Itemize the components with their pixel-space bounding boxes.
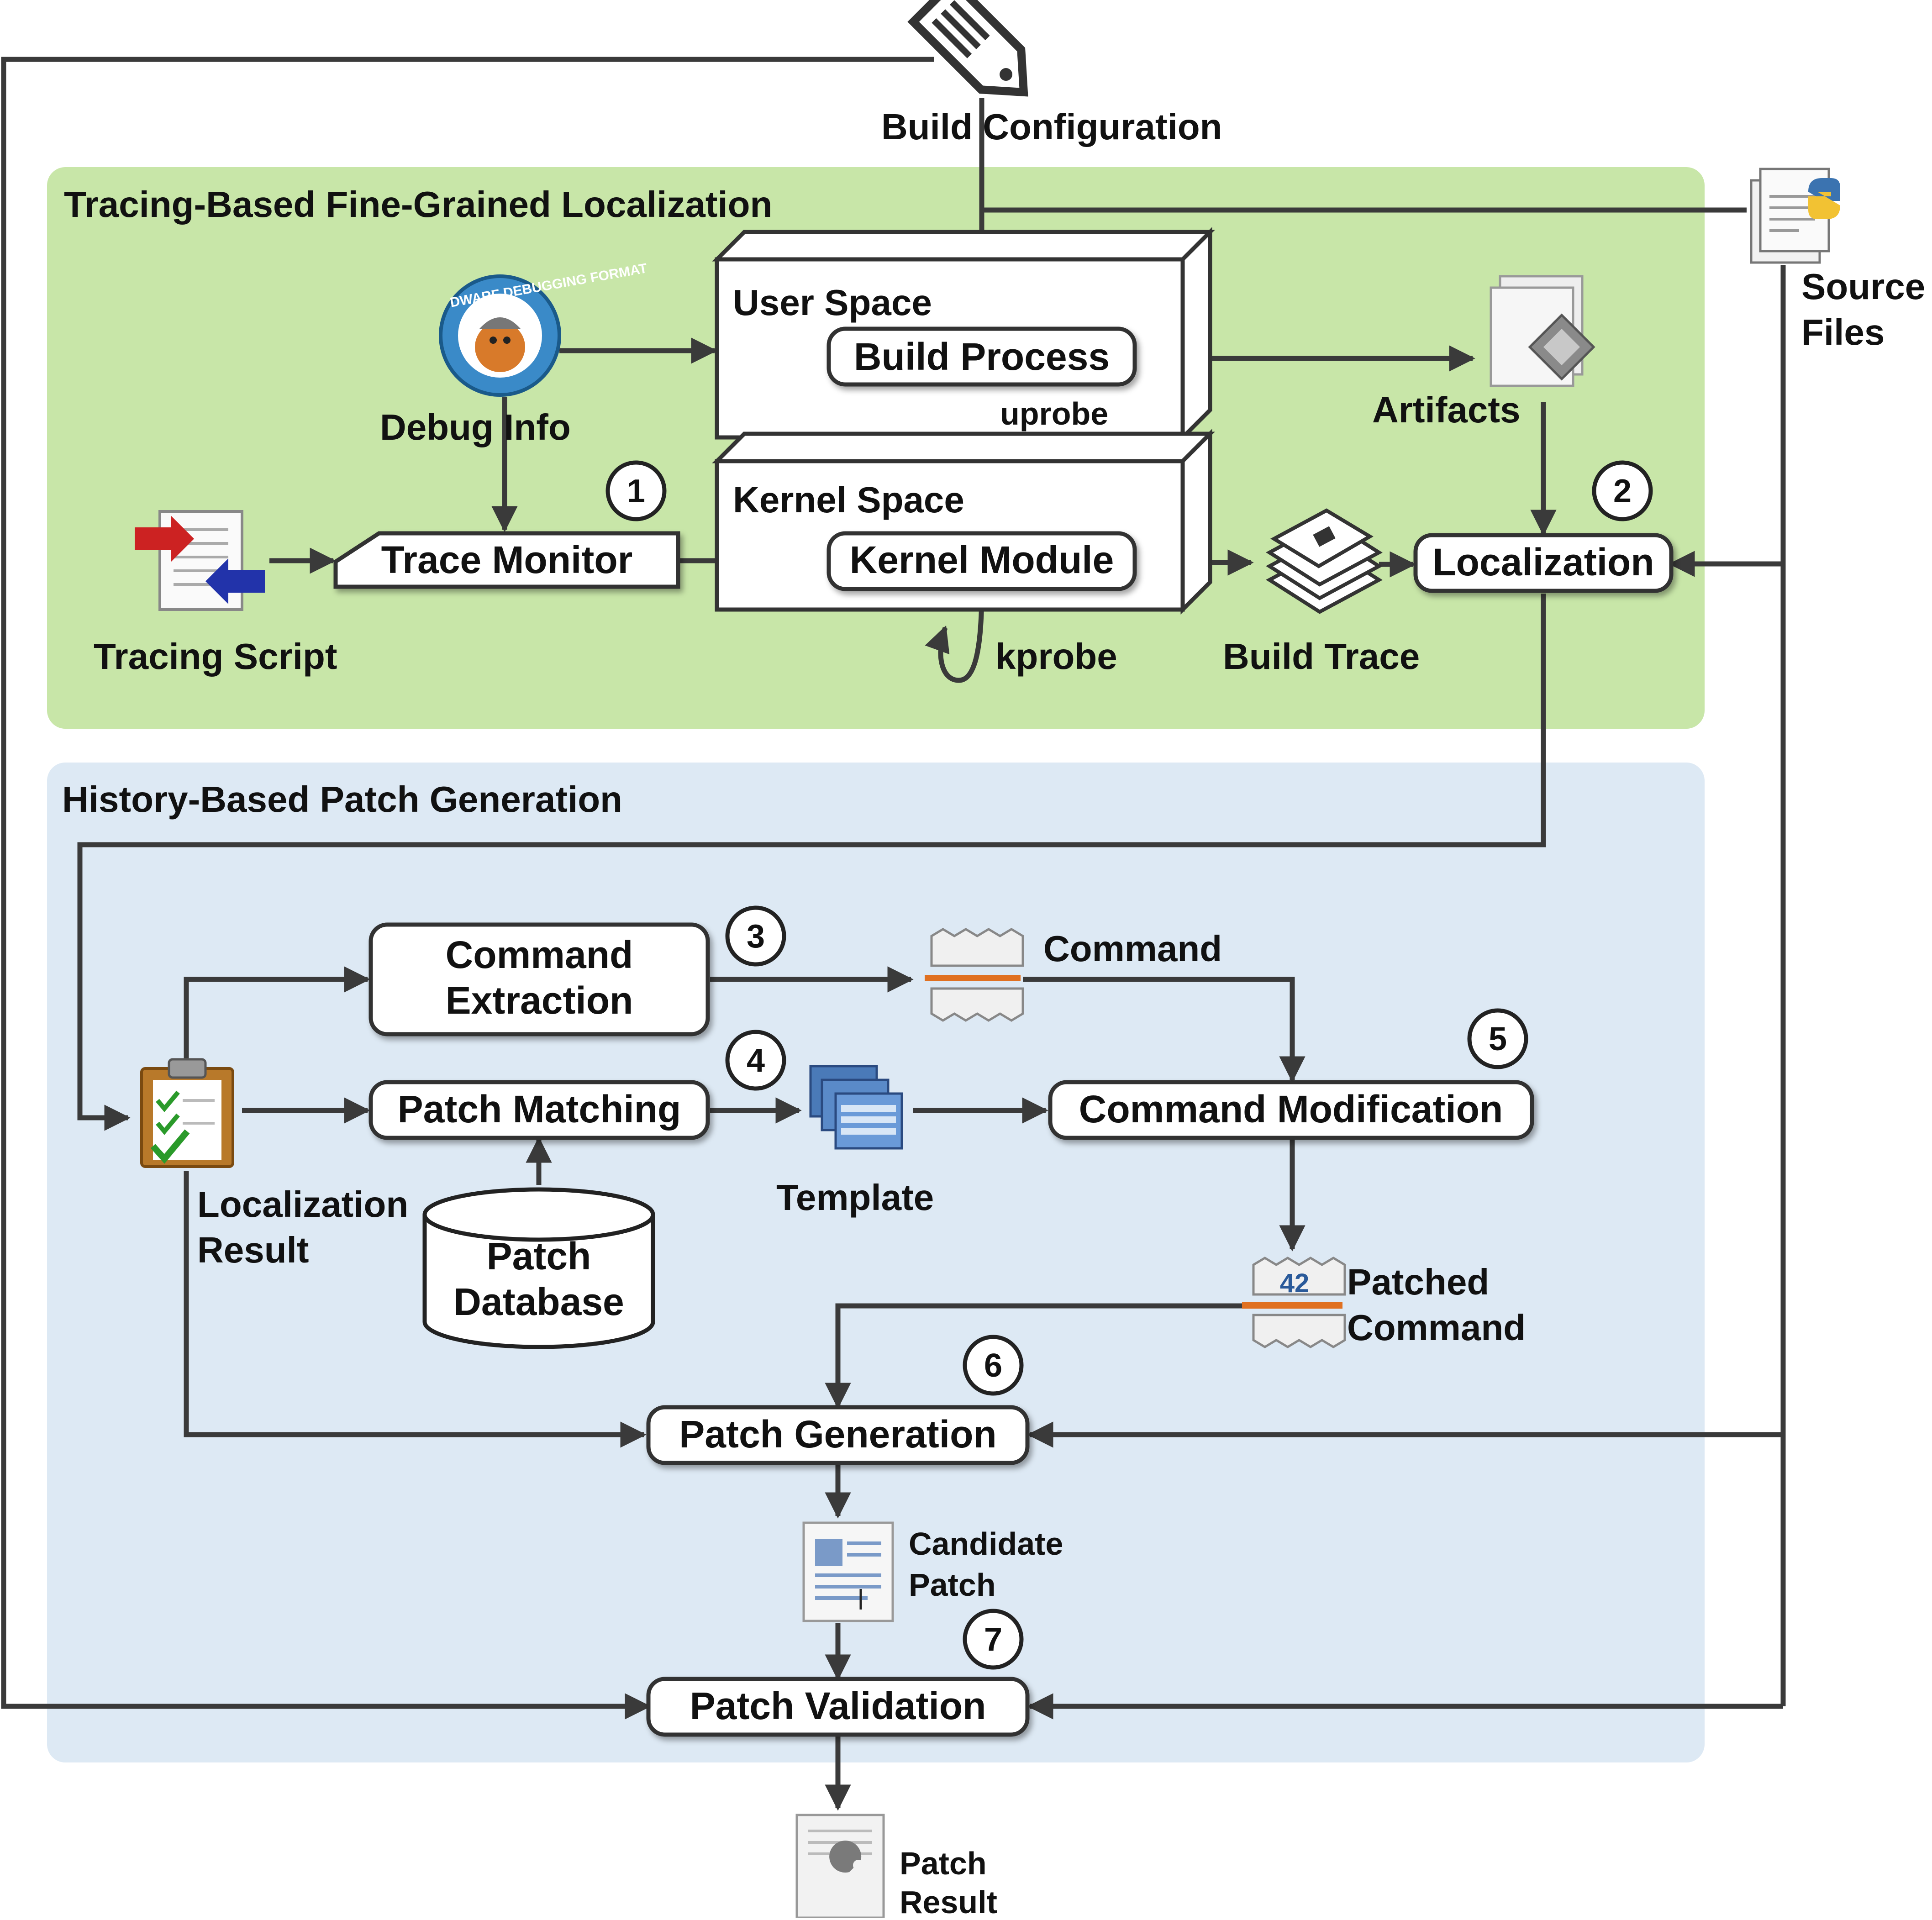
localization-result-label-2: Result — [197, 1230, 309, 1270]
trace-monitor-label: Trace Monitor — [381, 538, 633, 581]
patch-result-wrench-icon — [795, 1814, 885, 1919]
svg-text:6: 6 — [984, 1347, 1002, 1384]
generation-panel-title: History-Based Patch Generation — [62, 779, 622, 820]
step-badge-6: 6 — [963, 1335, 1024, 1396]
command-extraction-label-2: Extraction — [446, 979, 633, 1022]
localization-panel-title: Tracing-Based Fine-Grained Localization — [64, 184, 772, 225]
patch-validation-label: Patch Validation — [690, 1684, 986, 1727]
svg-text:7: 7 — [984, 1621, 1002, 1658]
step-badge-5: 5 — [1467, 1008, 1528, 1069]
kprobe-label: kprobe — [995, 636, 1117, 677]
tracing-script-label: Tracing Script — [94, 636, 337, 677]
build-trace-icon — [1266, 508, 1383, 614]
kernel-space-label: Kernel Space — [733, 479, 964, 520]
build-configuration-label: Build Configuration — [881, 106, 1222, 147]
localization-label: Localization — [1432, 541, 1654, 584]
candidate-patch-label-1: Candidate — [909, 1526, 1063, 1562]
source-files-label-1: Source — [1801, 266, 1925, 307]
command-modification-label: Command Modification — [1079, 1088, 1503, 1131]
patch-database-cylinder — [422, 1187, 655, 1349]
config-tag-icon — [907, 0, 1028, 97]
localization-result-label-1: Localization — [197, 1184, 408, 1225]
result-to-extraction-wire — [184, 966, 370, 1059]
localization-to-result-wire — [77, 594, 1546, 1131]
kprobe-loop — [925, 589, 984, 683]
build-process-box — [826, 326, 1137, 387]
config-to-validation-wire — [1, 57, 934, 1720]
patch-database-label-2: Database — [453, 1280, 624, 1323]
command-ticket-icon — [925, 928, 1024, 1022]
user-space-label: User Space — [733, 282, 932, 323]
build-process-label: Build Process — [854, 335, 1110, 378]
patch-matching-box — [369, 1080, 710, 1140]
svg-text:3: 3 — [747, 918, 765, 955]
patch-matching-label: Patch Matching — [398, 1088, 681, 1131]
svg-text:1: 1 — [627, 473, 645, 510]
tracing-script-icon — [135, 510, 265, 611]
candidate-patch-icon — [802, 1521, 894, 1622]
svg-text:2: 2 — [1613, 473, 1632, 510]
step-badge-3: 3 — [725, 905, 786, 967]
kernel-module-label: Kernel Module — [850, 538, 1114, 581]
debug-info-label: Debug Info — [380, 407, 571, 447]
patch-result-label-2: Result — [900, 1884, 997, 1918]
patched-command-label-2: Command — [1347, 1307, 1526, 1348]
patch-generation-label: Patch Generation — [679, 1413, 997, 1456]
patched-command-label-1: Patched — [1347, 1262, 1489, 1302]
artifacts-label: Artifacts — [1372, 389, 1521, 430]
step-badge-2: 2 — [1592, 460, 1653, 521]
localization-result-clipboard-icon — [140, 1058, 234, 1168]
uprobe-label: uprobe — [1000, 396, 1108, 431]
template-label: Template — [776, 1177, 934, 1218]
command-to-modification-wire — [1023, 977, 1306, 1083]
command-extraction-label-1: Command — [446, 933, 633, 976]
command-label: Command — [1043, 928, 1222, 969]
kernel-module-box — [826, 531, 1137, 591]
patch-result-label-1: Patch — [900, 1846, 987, 1881]
patch-database-label-1: Patch — [487, 1235, 591, 1278]
patched-command-ticket-icon: 42 — [1242, 1257, 1346, 1348]
patch-validation-box — [646, 1677, 1030, 1737]
candidate-patch-label-2: Patch — [909, 1567, 996, 1603]
trace-monitor-box — [333, 531, 680, 589]
source-files-icon — [1750, 168, 1840, 264]
build-trace-label: Build Trace — [1223, 636, 1420, 677]
source-files-label-2: Files — [1801, 312, 1885, 352]
template-icon — [809, 1065, 903, 1150]
svg-text:4: 4 — [747, 1042, 765, 1079]
result-to-generation-wire — [184, 1171, 647, 1448]
localization-box — [1413, 533, 1674, 593]
patch-generation-box — [646, 1405, 1030, 1465]
patched-command-number: 42 — [1280, 1268, 1310, 1298]
artifacts-icon — [1490, 275, 1595, 387]
command-extraction-box — [369, 922, 710, 1036]
command-modification-box — [1048, 1080, 1534, 1140]
patched-to-generation-wire — [825, 1303, 1242, 1409]
step-badge-7: 7 — [963, 1609, 1024, 1670]
step-badge-4: 4 — [725, 1030, 786, 1091]
step-badge-1: 1 — [605, 460, 667, 521]
svg-text:5: 5 — [1489, 1021, 1507, 1057]
